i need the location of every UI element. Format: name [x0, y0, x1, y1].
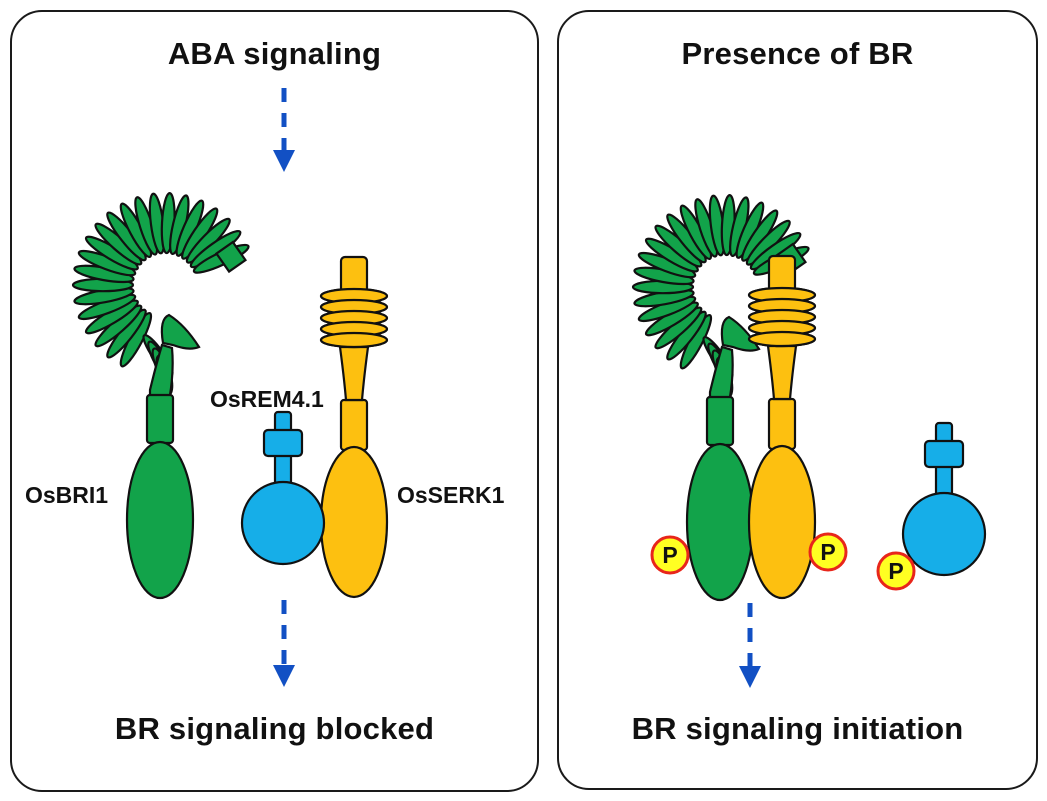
lrr-ring: [319, 331, 389, 349]
osbri1-receptor-right: [631, 194, 810, 602]
rem-stalk: [934, 463, 954, 497]
osrem41-protein-left: [240, 410, 326, 566]
lrr-cap: [214, 240, 247, 274]
transmembrane-neck: [338, 345, 370, 402]
juxtamembrane-box: [145, 393, 175, 445]
rem-collar: [262, 428, 304, 458]
arrow-to-br-initiation: [739, 603, 761, 688]
label-osbri1: OsBRI1: [25, 482, 109, 508]
osbri1-receptor-left: [71, 192, 250, 600]
juxtamembrane-box: [339, 398, 369, 452]
rem-body: [901, 491, 987, 577]
kinase-domain: [125, 440, 195, 600]
phospho-p-icon: P: [876, 551, 916, 591]
panel-presence-of-br: [557, 10, 1038, 790]
title-presence-of-br: Presence of BR: [681, 36, 914, 71]
osserk1-coreceptor-left: [319, 255, 389, 599]
rem-collar: [923, 439, 965, 469]
phospho-label: P: [888, 558, 903, 584]
osrem41-protein-right: [901, 421, 987, 577]
rem-stalk: [273, 452, 293, 486]
kinase-domain: [319, 445, 389, 599]
phospho-p-icon: P: [650, 535, 690, 575]
osserk1-coreceptor-right: [747, 254, 817, 600]
n-cap: [767, 254, 797, 294]
juxtamembrane-box: [767, 397, 797, 451]
juxtamembrane-box: [705, 395, 735, 447]
panel-aba-signaling: [10, 10, 539, 792]
phospho-label: P: [820, 539, 835, 565]
transmembrane-neck: [766, 344, 798, 401]
arrow-to-br-blocked: [273, 600, 295, 687]
phospho-p-icon: P: [808, 532, 848, 572]
label-osserk1: OsSERK1: [397, 482, 505, 508]
arrow-aba-to-receptor: [273, 88, 295, 172]
rem-body: [240, 480, 326, 566]
caption-br-signaling-initiation: BR signaling initiation: [631, 711, 964, 746]
island-domain: [160, 313, 201, 350]
lrr-ring: [747, 330, 817, 348]
label-osrem41: OsREM4.1: [210, 386, 324, 412]
n-cap: [339, 255, 369, 295]
phospho-label: P: [662, 542, 677, 568]
kinase-domain: [747, 444, 817, 600]
caption-br-signaling-blocked: BR signaling blocked: [114, 711, 435, 746]
island-domain: [720, 315, 761, 352]
title-aba-signaling: ABA signaling: [167, 36, 382, 71]
kinase-domain: [685, 442, 755, 602]
